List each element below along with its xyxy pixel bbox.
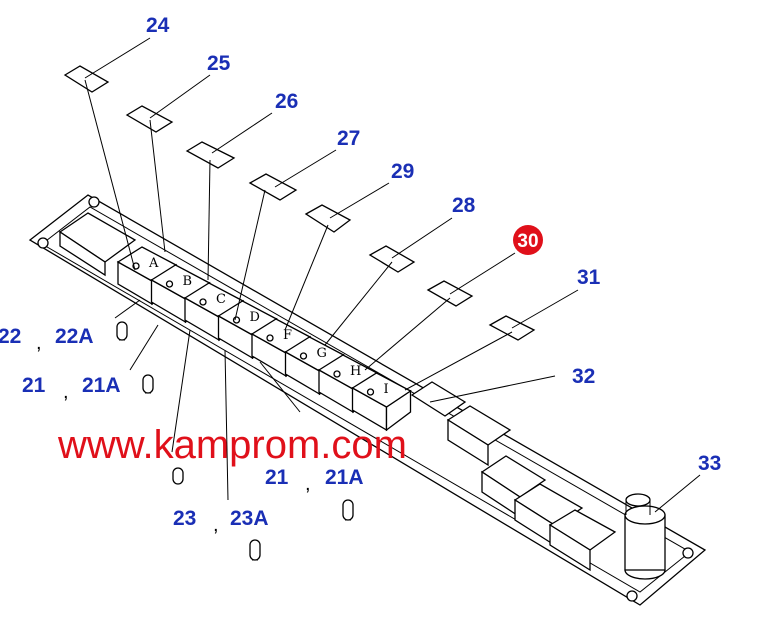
bulb-21a — [142, 374, 154, 394]
callout-24: 24 — [146, 14, 170, 37]
switch-letter-c: C — [216, 292, 226, 307]
bulb-21 — [172, 467, 184, 485]
callout-23: 23 — [173, 507, 196, 530]
switch-letter-i: I — [384, 382, 389, 397]
callout-30-highlight: 30 — [513, 225, 543, 255]
callout-28: 28 — [452, 194, 476, 217]
right-blank-plugs — [410, 381, 617, 572]
blank-plug — [58, 212, 137, 277]
rocker-switch-i: I — [351, 372, 412, 432]
switch-letter-a: A — [148, 256, 159, 271]
callout-32: 32 — [572, 365, 595, 388]
callout-26: 26 — [275, 90, 298, 113]
callout-22: 22 — [0, 325, 21, 348]
separator: , — [213, 514, 219, 536]
watermark-text: www.kamprom.com — [57, 423, 407, 467]
callout-21-lower: 21 — [265, 466, 289, 489]
switch-letter-b: B — [183, 274, 193, 289]
callout-30: 30 — [517, 231, 538, 252]
callout-25: 25 — [207, 52, 231, 75]
bulb-23a — [249, 539, 261, 561]
switch-letter-d: D — [250, 310, 260, 325]
separator: , — [63, 381, 69, 403]
bulb-22a — [116, 321, 128, 341]
key-switch — [624, 493, 666, 580]
callout-21a: 21A — [82, 374, 121, 397]
separator: , — [305, 473, 311, 495]
bulb-21a-lower — [342, 499, 354, 521]
rocker-switch-row: A B C D F G H I — [116, 246, 412, 432]
callout-27: 27 — [337, 127, 360, 150]
separator: , — [36, 332, 42, 354]
callout-23a: 23A — [230, 507, 269, 530]
callout-22a: 22A — [55, 325, 94, 348]
switch-letter-g: G — [317, 346, 327, 361]
leader-lines — [84, 37, 701, 513]
callout-29: 29 — [391, 160, 414, 183]
callout-21a-lower: 21A — [325, 466, 364, 489]
callout-33: 33 — [698, 452, 721, 475]
callout-21: 21 — [22, 374, 46, 397]
switch-letter-f: F — [283, 328, 292, 343]
callout-31: 31 — [577, 266, 601, 289]
switch-letter-h: H — [350, 364, 361, 379]
bulbs — [116, 321, 354, 561]
